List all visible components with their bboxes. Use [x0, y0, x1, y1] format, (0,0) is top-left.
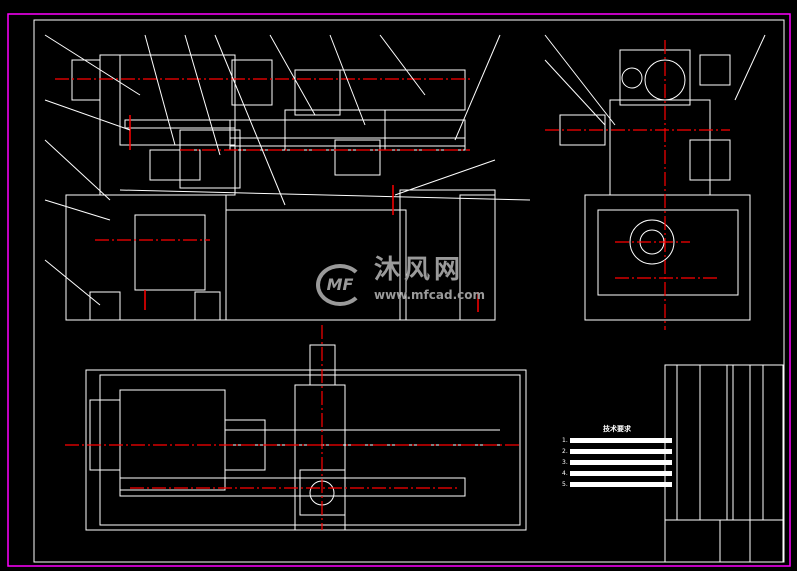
- watermark-name: 沐风网: [374, 255, 465, 285]
- tech-item: 2.: [562, 446, 672, 457]
- tech-item: 1.: [562, 435, 672, 446]
- tech-item: 3.: [562, 457, 672, 468]
- technical-requirements: 技术要求 1. 2. 3. 4. 5.: [562, 424, 672, 490]
- tech-item: 4.: [562, 468, 672, 479]
- top-view: [65, 325, 527, 531]
- outer-frame: [7, 13, 791, 567]
- front-view: [44, 34, 531, 321]
- tech-item: 5.: [562, 479, 672, 490]
- parts-list: [664, 364, 784, 563]
- tech-title: 技术要求: [603, 425, 631, 433]
- watermark-logo: MF: [316, 264, 364, 306]
- side-view: [544, 34, 766, 330]
- inner-frame: [33, 19, 785, 563]
- watermark-url: www.mfcad.com: [374, 288, 485, 302]
